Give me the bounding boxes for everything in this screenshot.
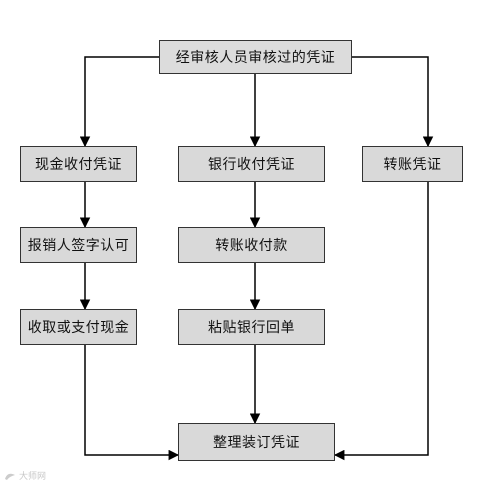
node-cash-voucher-label: 现金收付凭证 (35, 157, 122, 173)
node-audited-vouchers: 经审核人员审核过的凭证 (159, 40, 352, 74)
watermark-text: 大师网 (19, 472, 47, 482)
node-transfer-voucher-label: 转账凭证 (383, 157, 442, 173)
node-transfer-payment: 转账收付款 (178, 227, 325, 263)
edge-collect-to-arrange (84, 345, 180, 461)
watermark-logo-icon (5, 473, 15, 480)
edge-top-to-transfer (352, 56, 434, 148)
node-paste-receipt-label: 粘贴银行回单 (208, 320, 295, 336)
node-transfer-voucher: 转账凭证 (362, 146, 463, 182)
node-cash-voucher: 现金收付凭证 (20, 146, 137, 182)
edge-top-to-cash (79, 56, 159, 148)
watermark: 大师网 (4, 469, 46, 482)
node-transfer-payment-label: 转账收付款 (215, 238, 288, 254)
node-reimburse-sign: 报销人签字认可 (20, 227, 137, 263)
node-collect-pay-cash: 收取或支付现金 (20, 309, 137, 345)
node-paste-receipt: 粘贴银行回单 (178, 309, 325, 345)
node-collect-pay-cash-label: 收取或支付现金 (27, 320, 130, 336)
node-reimburse-sign-label: 报销人签字认可 (27, 238, 130, 254)
node-arrange-bind-label: 整理装订凭证 (213, 435, 300, 451)
edge-transfer-to-arrange (333, 182, 429, 461)
node-audited-vouchers-label: 经审核人员审核过的凭证 (175, 50, 336, 66)
node-bank-voucher: 银行收付凭证 (178, 146, 325, 182)
node-bank-voucher-label: 银行收付凭证 (208, 157, 295, 173)
node-arrange-bind: 整理装订凭证 (178, 423, 335, 461)
